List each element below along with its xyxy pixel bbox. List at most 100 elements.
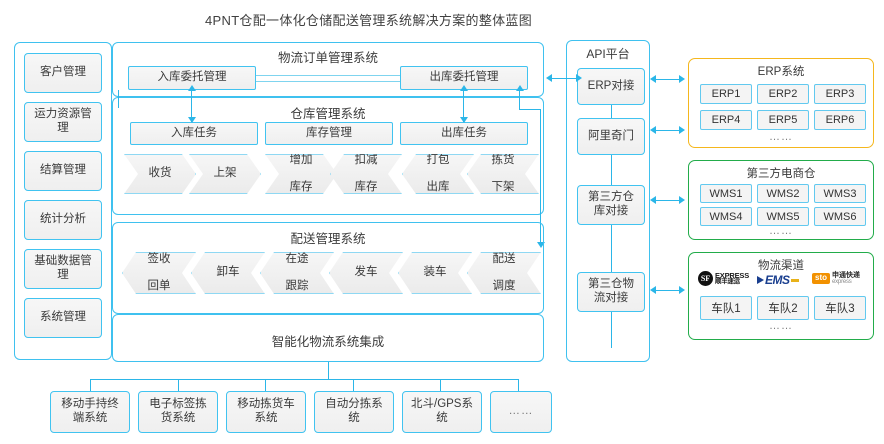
wms-cell-4[interactable]: WMS4: [700, 207, 752, 226]
ems-triangle-icon: [757, 276, 764, 284]
sidebar-panel: [14, 42, 112, 360]
sidebar-item-statistics[interactable]: 统计分析: [24, 200, 102, 240]
erp-group-more: ……: [769, 131, 793, 143]
tree-drop: [518, 379, 520, 391]
connector-api-logistics: [655, 290, 681, 292]
label-line1: 移动手持终: [61, 398, 119, 411]
erp-cell-5[interactable]: ERP5: [757, 110, 809, 130]
tree-bus: [90, 379, 518, 381]
label-line2: 统: [436, 412, 448, 424]
sf-badge-text: SF: [700, 274, 711, 283]
sto-text-en: express: [832, 279, 852, 285]
sidebar-item-customer[interactable]: 客户管理: [24, 53, 102, 93]
inbound-task-box[interactable]: 入库任务: [130, 122, 258, 145]
wms-group-more: ……: [769, 225, 793, 237]
step-receiving[interactable]: 收货: [124, 154, 196, 194]
bottom-system-more[interactable]: ……: [490, 391, 552, 433]
sidebar-item-system[interactable]: 系统管理: [24, 298, 102, 338]
outbound-task-box[interactable]: 出库任务: [400, 122, 528, 145]
sto-express-logo: sto 申通快递 express: [812, 272, 860, 285]
label-line1: 第三方仓: [588, 191, 634, 204]
bottom-system-mobile-handheld[interactable]: 移动手持终 端系统: [50, 391, 130, 433]
connector-api-wms: [655, 200, 681, 202]
api-platform-panel: [566, 40, 650, 362]
wms-cell-6[interactable]: WMS6: [814, 207, 866, 226]
step-line1: 增加: [289, 154, 313, 167]
api-item-label: 第三方仓 库对接: [588, 191, 634, 218]
arrow-left-erp-2: [650, 126, 656, 134]
connector-api-erp-2: [655, 130, 681, 132]
tree-drop: [440, 379, 442, 391]
step-putaway[interactable]: 上架: [189, 154, 261, 194]
step-line2: 出库: [426, 180, 450, 193]
step-label-multiline: 打包 出库: [427, 154, 450, 194]
entrust-link-line: [256, 81, 400, 83]
wms-cell-3[interactable]: WMS3: [814, 184, 866, 203]
erp-cell-4[interactable]: ERP4: [700, 110, 752, 130]
api-spine: [611, 105, 613, 118]
step-line2: 库存: [354, 180, 378, 193]
step-label: 卸车: [216, 266, 240, 279]
inventory-mgmt-label: 库存管理: [306, 126, 352, 139]
label-line1: 自动分拣系: [325, 398, 383, 411]
step-deduct-stock[interactable]: 扣减 库存: [330, 154, 402, 194]
erp-group-title: ERP系统: [757, 66, 805, 78]
wms-cell-5[interactable]: WMS5: [757, 207, 809, 226]
erp-cell-1[interactable]: ERP1: [700, 84, 752, 104]
arrow-down-to-delivery: [537, 242, 545, 248]
ems-logo: EMS: [757, 273, 799, 287]
connector-main-to-api: [550, 78, 580, 80]
label-line2: 统: [348, 412, 360, 424]
bottom-system-etag-picking[interactable]: 电子标签拣 货系统: [138, 391, 218, 433]
connector-api-erp-1: [655, 79, 681, 81]
inbound-task-label: 入库任务: [171, 126, 217, 139]
label-line1: 北斗/GPS系: [411, 398, 473, 411]
bottom-system-label: 电子标签拣 货系统: [149, 398, 207, 425]
inventory-mgmt-box[interactable]: 库存管理: [265, 122, 393, 145]
sidebar-item-label: 客户管理: [40, 66, 86, 79]
sidebar-item-capacity[interactable]: 运力资源管理: [24, 102, 102, 142]
fleet-cell-2[interactable]: 车队2: [757, 296, 809, 320]
warehouse-system-panel: 仓库管理系统: [112, 97, 544, 215]
step-label: 发车: [354, 266, 378, 279]
api-item-erp[interactable]: ERP对接: [577, 68, 645, 105]
arrow-left-logistics: [650, 286, 656, 294]
bottom-system-beidou-gps[interactable]: 北斗/GPS系 统: [402, 391, 482, 433]
fleet-cell-3[interactable]: 车队3: [814, 296, 866, 320]
fleet-cell-label: 车队1: [711, 303, 741, 315]
erp-cell-2[interactable]: ERP2: [757, 84, 809, 104]
arrow-up-outbound: [460, 85, 468, 91]
erp-cell-3[interactable]: ERP3: [814, 84, 866, 104]
step-label: 收货: [148, 167, 172, 180]
wms-cell-2[interactable]: WMS2: [757, 184, 809, 203]
erp-cell-6[interactable]: ERP6: [814, 110, 866, 130]
api-item-third-party-warehouse[interactable]: 第三方仓 库对接: [577, 185, 645, 225]
label-line1: 第三仓物: [588, 278, 634, 291]
sf-express-logo: SF EXPRESS 顺丰速运: [698, 271, 749, 286]
step-line1: 打包: [426, 154, 450, 167]
step-line1: 在途: [285, 253, 309, 266]
bottom-system-auto-sorting[interactable]: 自动分拣系 统: [314, 391, 394, 433]
tree-trunk: [328, 362, 330, 380]
arrow-down-outbound: [460, 117, 468, 123]
step-label-multiline: 扣减 库存: [355, 154, 378, 194]
step-increase-stock[interactable]: 增加 库存: [265, 154, 337, 194]
bottom-system-mobile-picking-cart[interactable]: 移动拣货车 系统: [226, 391, 306, 433]
api-item-label: 第三仓物 流对接: [588, 278, 634, 305]
wms-cell-1[interactable]: WMS1: [700, 184, 752, 203]
fleet-cell-1[interactable]: 车队1: [700, 296, 752, 320]
api-item-third-party-logistics[interactable]: 第三仓物 流对接: [577, 272, 645, 312]
api-item-alibaba-qimen[interactable]: 阿里奇门: [577, 118, 645, 155]
sidebar-item-settlement[interactable]: 结算管理: [24, 151, 102, 191]
arrow-right-erp-2: [679, 126, 685, 134]
sf-text-en: EXPRESS: [715, 270, 750, 280]
arrow-up-inbound: [188, 85, 196, 91]
sidebar-item-label: 系统管理: [40, 311, 86, 324]
wms-cell-label: WMS6: [823, 210, 857, 223]
outbound-entrust-label: 出库委托管理: [429, 71, 499, 84]
label-line2: 流对接: [593, 292, 629, 304]
label-line2: 系统: [254, 412, 278, 424]
sto-text: 申通快递 express: [832, 272, 860, 285]
arrow-right-logistics: [679, 286, 685, 294]
sidebar-item-basic-data[interactable]: 基础数据管理: [24, 249, 102, 289]
